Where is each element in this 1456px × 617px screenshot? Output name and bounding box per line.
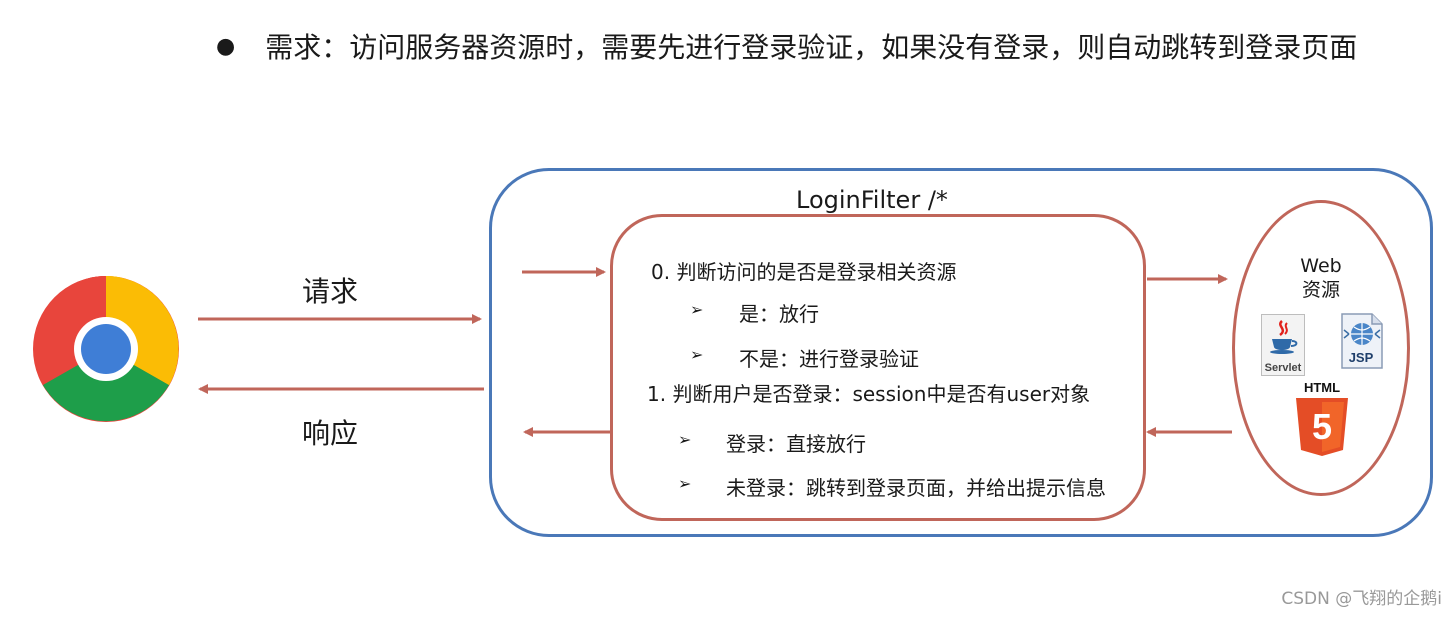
jsp-label: JSP	[1348, 350, 1374, 365]
web-resources-label: Web 资源	[1288, 254, 1354, 302]
response-label: 响应	[302, 417, 359, 450]
requirement-text: 需求：访问服务器资源时，需要先进行登录验证，如果没有登录，则自动跳转到登录页面	[265, 31, 1358, 64]
html5-label: HTML	[1303, 380, 1341, 395]
filter-title: LoginFilter /*	[796, 186, 948, 214]
servlet-icon: Servlet	[1261, 314, 1305, 376]
watermark: CSDN @飞翔的企鹅i	[1281, 589, 1442, 609]
chrome-icon	[33, 276, 179, 422]
html5-number: 5	[1311, 406, 1333, 447]
step0-yes-text: 是：放行	[739, 302, 819, 326]
request-label: 请求	[302, 275, 359, 308]
step1-yes-text: 登录：直接放行	[726, 432, 866, 456]
marker-icon: ➢	[690, 300, 704, 319]
jsp-icon: JSP	[1338, 312, 1384, 370]
bullet-icon: ●	[216, 33, 236, 59]
marker-icon: ➢	[690, 345, 704, 364]
web-label-line2: 资源	[1301, 279, 1340, 301]
login-filter-container	[489, 168, 1433, 537]
html5-icon: HTML 5	[1292, 380, 1352, 458]
step0-text: 0. 判断访问的是否是登录相关资源	[651, 260, 957, 284]
step1-text: 1. 判断用户是否登录：session中是否有user对象	[647, 382, 1091, 406]
step0-no-text: 不是：进行登录验证	[739, 347, 919, 371]
web-label-line1: Web	[1300, 255, 1342, 277]
web-resources-ellipse	[1232, 200, 1410, 496]
step1-no-text: 未登录：跳转到登录页面，并给出提示信息	[726, 476, 1106, 500]
servlet-label: Servlet	[1264, 362, 1302, 374]
marker-icon: ➢	[678, 430, 692, 449]
marker-icon: ➢	[678, 474, 692, 493]
requirement-header: ● 需求：访问服务器资源时，需要先进行登录验证，如果没有登录，则自动跳转到登录页…	[216, 26, 1357, 66]
filter-logic-box	[610, 214, 1146, 521]
